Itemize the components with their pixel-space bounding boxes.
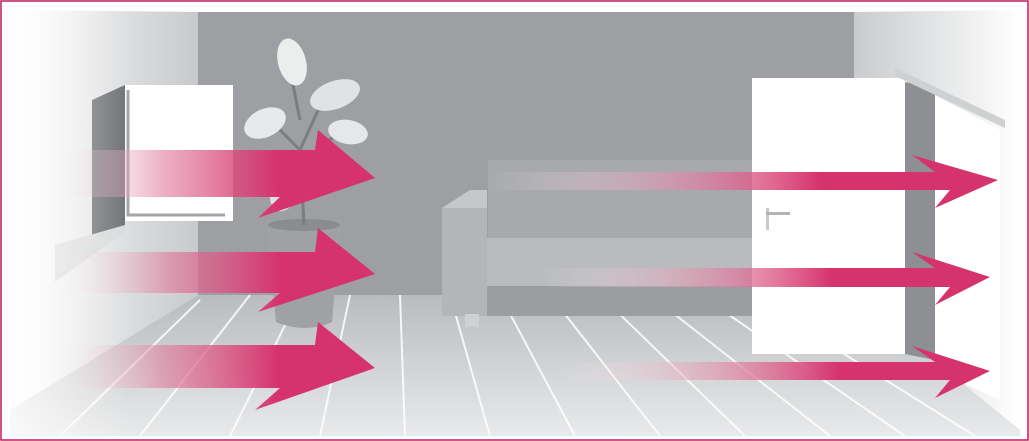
- left-arrows: [50, 130, 375, 410]
- door: [752, 68, 1005, 400]
